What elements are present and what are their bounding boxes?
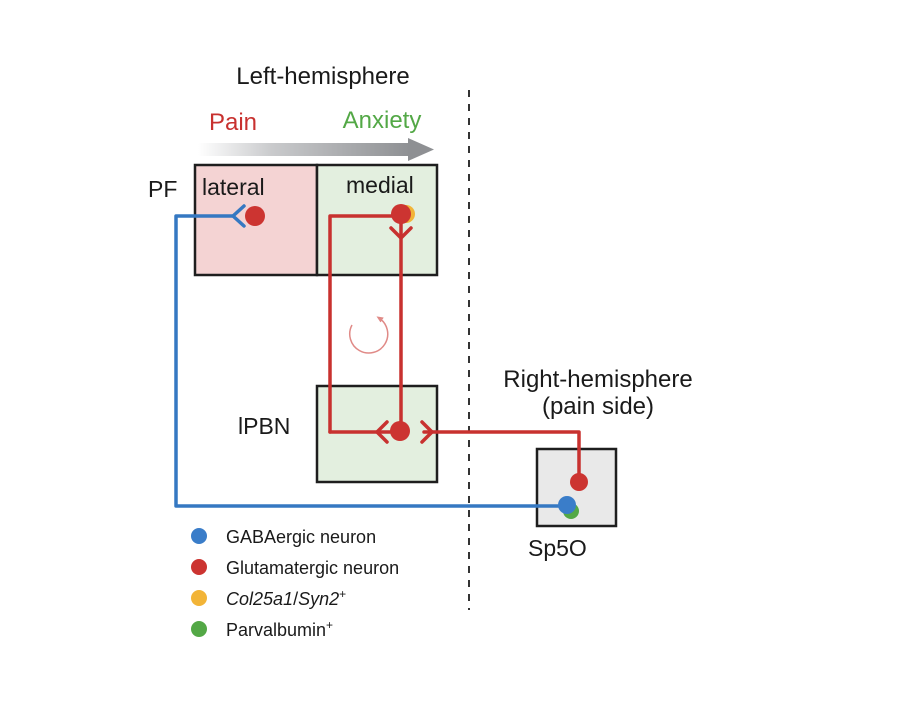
glutamatergic-loop xyxy=(328,214,413,444)
legend-gaba-swatch xyxy=(191,528,207,544)
legend-syn2-gene: Syn2 xyxy=(298,589,339,609)
legend-col25a1-gene: Col25a1 xyxy=(226,589,293,609)
legend-parvalbumin-sup: + xyxy=(326,618,333,632)
legend-glutamate-label: Glutamatergic neuron xyxy=(226,558,399,578)
lpbn-region xyxy=(315,384,439,484)
legend: GABAergic neuron Glutamatergic neuron Co… xyxy=(191,527,399,640)
legend-col25a1-swatch xyxy=(191,590,207,606)
legend-col25a1-label: Col25a1/Syn2+ xyxy=(226,587,346,609)
pf-medial-glutamatergic-neuron xyxy=(391,204,411,224)
left-hemisphere-title: Left-hemisphere xyxy=(236,63,409,90)
pain-side-label: (pain side) xyxy=(542,393,654,420)
legend-parvalbumin-label: Parvalbumin+ xyxy=(226,618,333,640)
medial-label: medial xyxy=(346,172,414,198)
legend-col25a1-sep: / xyxy=(293,589,298,609)
legend-glutamate-swatch xyxy=(191,559,207,575)
legend-gaba-label: GABAergic neuron xyxy=(226,527,376,547)
legend-parvalbumin-swatch xyxy=(191,621,207,637)
pain-anxiety-gradient-arrow xyxy=(198,138,434,161)
sp5o-glutamatergic-neuron xyxy=(570,473,588,491)
legend-col25a1-sup: + xyxy=(339,587,346,601)
lateral-label: lateral xyxy=(202,174,265,200)
sp5o-label: Sp5O xyxy=(528,535,587,561)
pf-label: PF xyxy=(148,176,177,202)
pf-medial-region xyxy=(315,163,439,277)
anxiety-label: Anxiety xyxy=(343,107,422,134)
lpbn-glutamatergic-neuron xyxy=(390,421,410,441)
loop-cycle-arrow xyxy=(349,316,389,354)
legend-parvalbumin-text: Parvalbumin xyxy=(226,620,326,640)
right-hemisphere-label: Right-hemisphere xyxy=(503,366,692,393)
gabaergic-projection xyxy=(174,204,570,508)
sp5o-to-lpbn-projection xyxy=(420,420,581,484)
sp5o-gabaergic-neuron xyxy=(558,496,576,514)
pf-lateral-glutamatergic-neuron xyxy=(245,206,265,226)
pain-label: Pain xyxy=(209,109,257,136)
lpbn-label: lPBN xyxy=(238,413,290,439)
